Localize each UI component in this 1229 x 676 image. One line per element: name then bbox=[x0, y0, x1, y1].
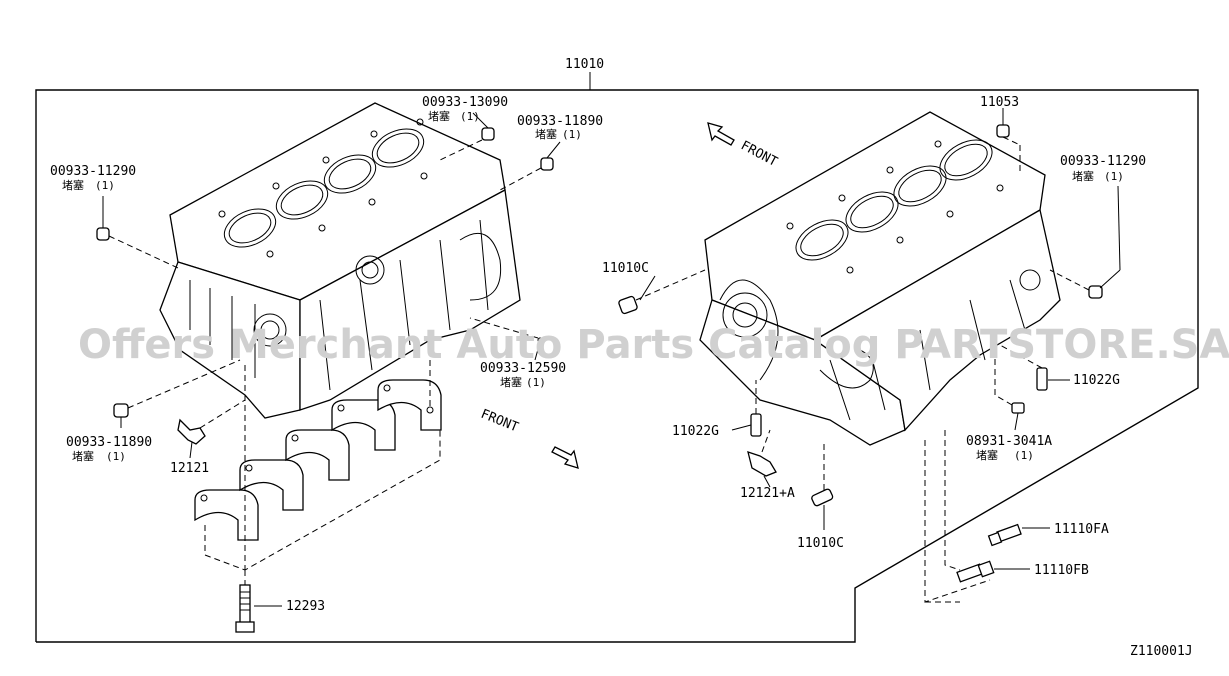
label-11110fa: 11110FA bbox=[1054, 522, 1109, 537]
plug-text: 堵塞 bbox=[62, 178, 84, 192]
label-00933-13090: 00933-13090 bbox=[422, 95, 508, 110]
label-00933-11290-right: 00933-11290 bbox=[1060, 154, 1146, 169]
label-11010c-top: 11010C bbox=[602, 261, 649, 276]
label-11022g-left: 11022G bbox=[672, 424, 719, 439]
label-00933-11890-top: 00933-11890 bbox=[517, 114, 603, 129]
watermark-text: Offers Merchant Auto Parts Catalog PARTS… bbox=[78, 322, 1229, 368]
plug-text: 堵塞 bbox=[976, 448, 998, 462]
label-11022g-right: 11022G bbox=[1073, 373, 1120, 388]
label-08931-3041a: 08931-3041A bbox=[966, 434, 1052, 449]
label-12293: 12293 bbox=[286, 599, 325, 614]
label-11053: 11053 bbox=[980, 95, 1019, 110]
plug-text: 堵塞 bbox=[500, 375, 522, 389]
front-arrow-left-block bbox=[551, 446, 579, 469]
engine-block-right bbox=[699, 111, 1061, 446]
label-12121: 12121 bbox=[170, 461, 209, 476]
front-label-right: FRONT bbox=[738, 138, 780, 170]
plug-text: 堵塞 bbox=[428, 109, 450, 123]
leader-lines-left bbox=[102, 112, 561, 607]
plug-text: 堵塞 bbox=[1072, 169, 1094, 183]
plug-text: 堵塞 bbox=[72, 449, 94, 463]
qty-text: (1) bbox=[562, 128, 582, 141]
label-00933-11290-left: 00933-11290 bbox=[50, 164, 136, 179]
qty-text: (1) bbox=[460, 110, 480, 123]
label-12121a: 12121+A bbox=[740, 486, 795, 501]
front-arrow-right-block bbox=[707, 122, 735, 146]
engine-block-left bbox=[159, 102, 521, 419]
label-00933-12590: 00933-12590 bbox=[480, 361, 566, 376]
qty-text: (1) bbox=[95, 179, 115, 192]
qty-text: (1) bbox=[1104, 170, 1124, 183]
label-11010c-bottom: 11010C bbox=[797, 536, 844, 551]
plug-text: 堵塞 bbox=[535, 127, 557, 141]
qty-text: (1) bbox=[526, 376, 546, 389]
front-label-left: FRONT bbox=[479, 407, 521, 436]
bearing-caps bbox=[194, 340, 442, 571]
drawing-number: Z110001J bbox=[1130, 644, 1193, 659]
qty-text: (1) bbox=[1014, 449, 1034, 462]
diagram-frame bbox=[35, 72, 1199, 643]
leader-lines-right bbox=[635, 108, 1121, 603]
plug-parts-left bbox=[96, 127, 554, 445]
bolt-12293 bbox=[235, 570, 255, 633]
qty-text: (1) bbox=[106, 450, 126, 463]
label-11110fb: 11110FB bbox=[1034, 563, 1089, 578]
label-00933-11890-bottom: 00933-11890 bbox=[66, 435, 152, 450]
label-main-part: 11010 bbox=[565, 57, 604, 72]
